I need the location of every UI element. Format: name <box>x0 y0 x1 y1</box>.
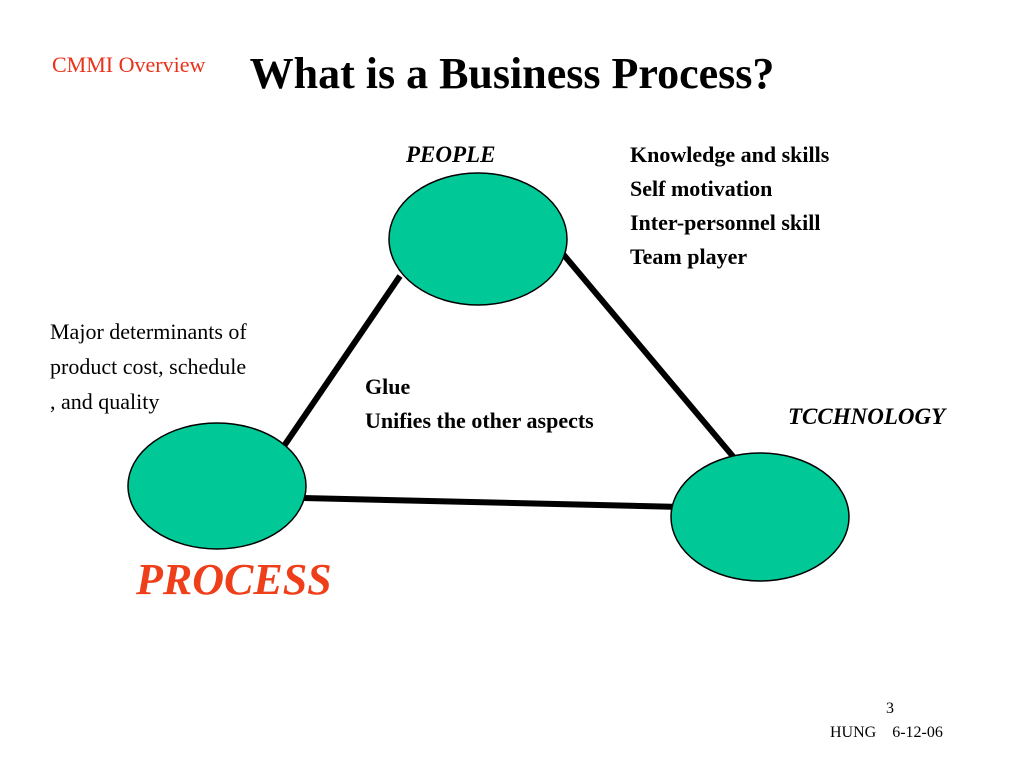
page-number: 3 <box>886 700 894 717</box>
edge-people-technology <box>560 252 739 462</box>
people-notes: Knowledge and skills Self motivation Int… <box>630 138 829 274</box>
people-note: Team player <box>630 244 748 269</box>
slide-title: What is a Business Process? <box>249 49 775 98</box>
edge-process-technology <box>302 495 683 510</box>
process-note: , and quality <box>50 389 160 414</box>
process-node <box>127 422 307 550</box>
technology-node <box>670 452 850 582</box>
people-note: Knowledge and skills <box>630 142 830 167</box>
glue-note: Glue <box>365 374 411 399</box>
people-note: Self motivation <box>630 176 773 201</box>
people-label: PEOPLE <box>406 142 496 167</box>
process-label: PROCESS <box>136 555 332 604</box>
process-notes: Major determinants of product cost, sche… <box>50 314 247 419</box>
glue-note: Unifies the other aspects <box>365 408 594 433</box>
slide-header: CMMI Overview <box>52 52 206 77</box>
technology-label: TCCHNOLOGY <box>788 404 946 429</box>
process-note: Major determinants of <box>50 319 247 344</box>
people-node <box>388 172 568 306</box>
edge-people-process <box>281 274 403 448</box>
people-note: Inter-personnel skill <box>630 210 821 235</box>
process-note: product cost, schedule <box>50 354 247 379</box>
glue-notes: Glue Unifies the other aspects <box>365 370 594 438</box>
footer-author-date: HUNG 6-12-06 <box>830 724 943 741</box>
